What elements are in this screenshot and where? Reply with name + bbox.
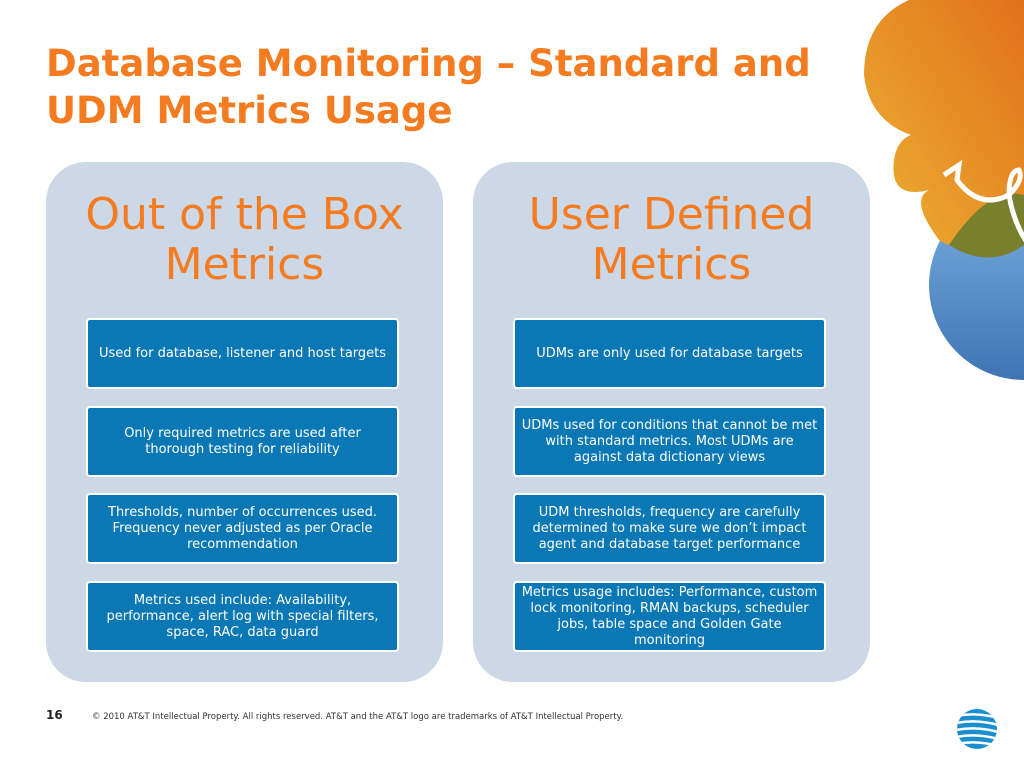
list-item: Metrics usage includes: Performance, cus… (513, 581, 826, 652)
list-item: UDMs are only used for database targets (513, 318, 826, 389)
decorative-bubbles-graphic (864, 0, 1024, 380)
list-item: Only required metrics are used after tho… (86, 406, 399, 477)
att-globe-logo-icon (957, 709, 997, 749)
list-item: UDMs used for conditions that cannot be … (513, 406, 826, 477)
list-item: Used for database, listener and host tar… (86, 318, 399, 389)
copyright-notice: © 2010 AT&T Intellectual Property. All r… (92, 712, 624, 722)
list-item: UDM thresholds, frequency are carefully … (513, 493, 826, 564)
page-number: 16 (46, 708, 63, 722)
list-item: Thresholds, number of occurrences used. … (86, 493, 399, 564)
list-item: Metrics used include: Availability, perf… (86, 581, 399, 652)
